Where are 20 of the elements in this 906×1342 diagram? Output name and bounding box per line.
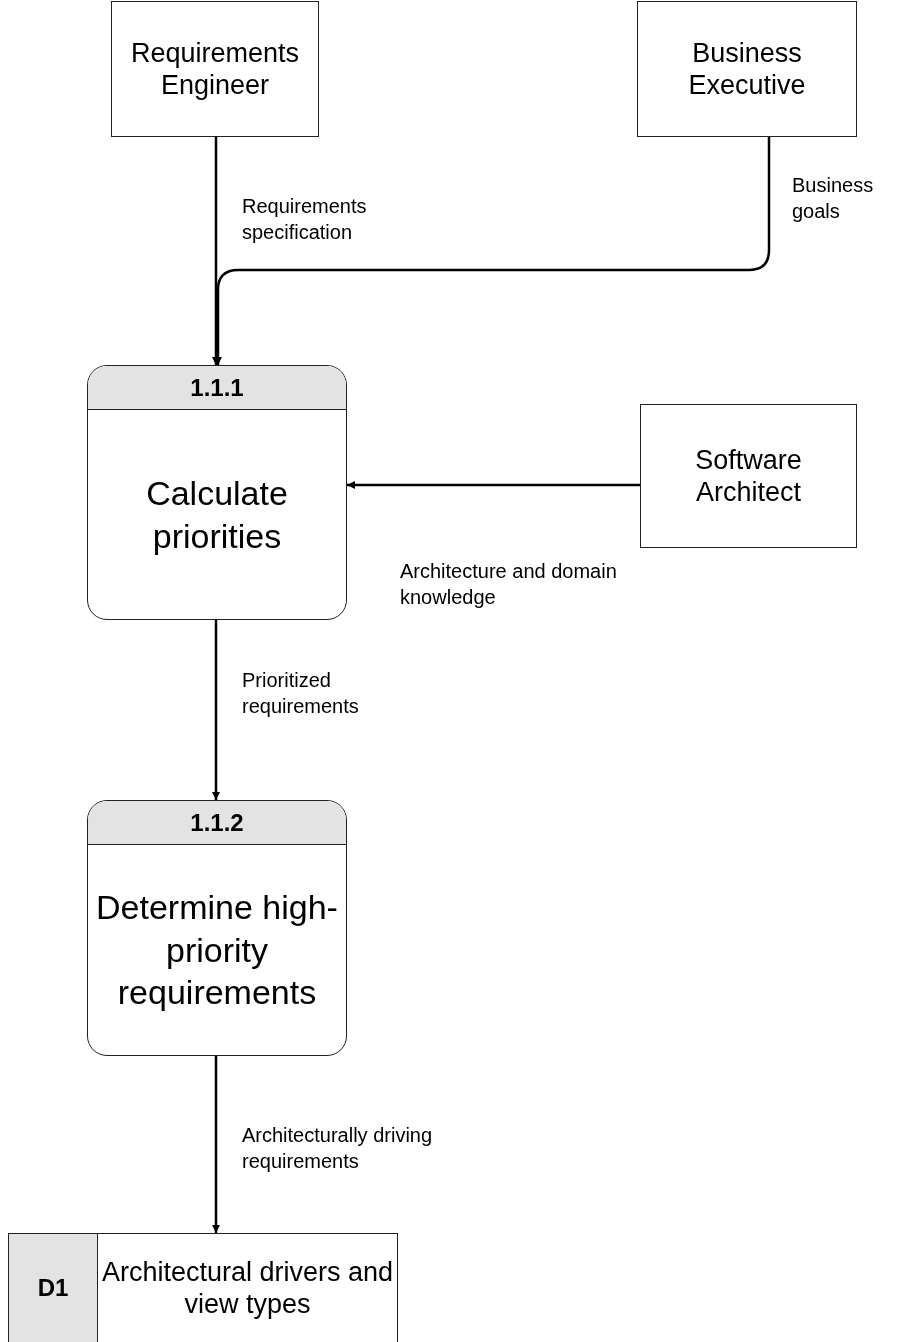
entity-label: Business Executive: [687, 36, 807, 102]
entity-box: [637, 1, 857, 137]
store-id: D1: [37, 1274, 69, 1302]
arrow: [347, 481, 640, 489]
store-label: Architectural drivers and view types: [100, 1255, 395, 1321]
process-label: Determine high-priority requirements: [95, 887, 339, 1014]
arrow: [212, 1056, 220, 1233]
arrow: [212, 620, 220, 800]
data-store: [8, 1233, 398, 1342]
process-number: 1.1.1: [190, 373, 244, 402]
process-number: 1.1.2: [190, 808, 244, 837]
arrow: [214, 137, 771, 365]
process-box: [87, 365, 347, 620]
process-box: [87, 800, 347, 1056]
entity-label: Software Architect: [694, 443, 803, 509]
entity-label: Requirements Engineer: [129, 36, 301, 102]
process-label: Calculate priorities: [145, 473, 289, 557]
entity-box: [640, 404, 857, 548]
arrow: [212, 137, 220, 365]
entity-box: [111, 1, 319, 137]
